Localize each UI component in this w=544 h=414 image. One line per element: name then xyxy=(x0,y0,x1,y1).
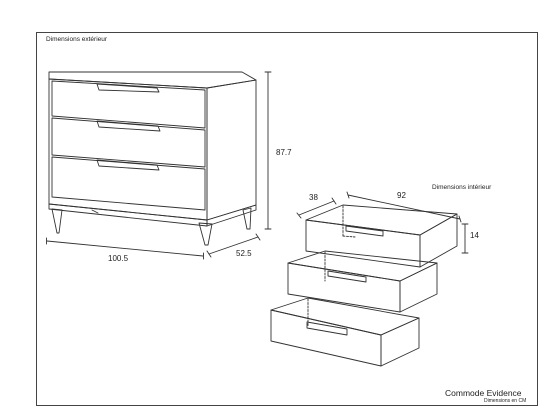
dresser-body-side xyxy=(206,79,257,221)
drawer-box-2 xyxy=(287,250,438,313)
leg-front-left xyxy=(51,208,63,234)
exterior-depth-label: 52.5 xyxy=(236,249,252,258)
interior-dimension-lines xyxy=(296,191,469,254)
exterior-title: Dimensions extérieur xyxy=(46,36,108,43)
leg-back-right xyxy=(242,207,252,230)
interior-width-label: 92 xyxy=(397,191,406,200)
drawer-box-1 xyxy=(305,204,458,268)
unit-note: Dimensions en CM xyxy=(484,398,527,404)
dresser-base xyxy=(48,203,208,227)
drawer-2 xyxy=(51,117,206,168)
page-frame xyxy=(36,32,538,406)
interior-height-label: 14 xyxy=(470,231,479,240)
product-name: Commode Evidence xyxy=(445,388,522,398)
interior-title: Dimensions intérieur xyxy=(432,184,492,191)
drawer-3 xyxy=(51,156,206,211)
dresser-top xyxy=(48,71,257,89)
drawer-box-3 xyxy=(270,297,420,367)
leg-front-right xyxy=(198,222,213,246)
runner-rail xyxy=(91,209,99,214)
dresser-drawing xyxy=(48,71,257,246)
exterior-width-label: 100.5 xyxy=(108,254,129,263)
drawer-1 xyxy=(51,80,206,129)
exterior-height-label: 87.7 xyxy=(276,148,292,157)
exterior-dimension-lines xyxy=(46,71,272,260)
interior-depth-label: 38 xyxy=(309,193,318,202)
